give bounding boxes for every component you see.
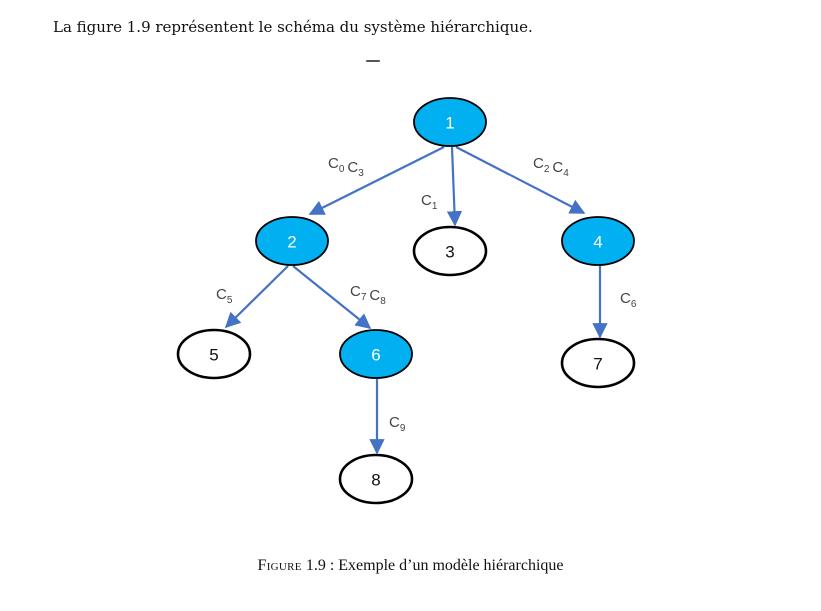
stray-mark xyxy=(366,60,380,62)
caption-label: Figure xyxy=(257,557,302,574)
node-label: 6 xyxy=(371,346,380,365)
edge-label-base: C xyxy=(620,290,631,307)
edge-label-base: C xyxy=(347,159,358,176)
edge-label-base: C xyxy=(421,192,432,209)
edge-label-base: C xyxy=(533,155,544,172)
edge-label-sub: 5 xyxy=(227,295,233,306)
edge-label-base: C xyxy=(389,414,400,431)
node-shape xyxy=(339,329,413,379)
edge-label-base: C xyxy=(369,287,380,304)
edge-label-sub: 2 xyxy=(544,164,550,175)
edge-label-sub: 1 xyxy=(432,201,438,212)
edge-label-sub: 4 xyxy=(563,168,569,179)
node-label: 7 xyxy=(593,355,602,374)
node-shape xyxy=(560,337,636,389)
node-5: 5 xyxy=(176,328,252,380)
node-shape xyxy=(255,216,329,266)
edge-label-2-5: C5 xyxy=(216,286,233,306)
node-2: 2 xyxy=(255,216,329,266)
edge-label-sub: 7 xyxy=(361,292,367,303)
node-label: 4 xyxy=(593,233,602,252)
node-shape xyxy=(412,225,488,277)
edge-label-1-3: C1 xyxy=(421,192,438,212)
caption-text: : Exemple d’un modèle hiérarchique xyxy=(325,557,564,574)
node-8: 8 xyxy=(338,453,414,505)
node-label: 1 xyxy=(445,114,454,133)
edge-label-4-7: C6 xyxy=(620,290,637,310)
node-label: 5 xyxy=(209,346,218,365)
edge-label-sub: 0 xyxy=(339,164,345,175)
edge-label-sub: 9 xyxy=(400,423,406,434)
intro-text: La figure 1.9 représentent le schéma du … xyxy=(53,18,533,36)
node-shape xyxy=(413,97,487,147)
node-6: 6 xyxy=(339,329,413,379)
edge-2-6 xyxy=(292,265,372,329)
node-shape xyxy=(338,453,414,505)
caption-number: 1.9 xyxy=(305,557,326,574)
node-shape xyxy=(176,328,252,380)
edge-1-2 xyxy=(308,146,445,215)
node-shape xyxy=(561,216,635,266)
edge-label-sub: 6 xyxy=(631,299,637,310)
edge-label-base: C xyxy=(350,283,361,300)
node-label: 3 xyxy=(445,243,454,262)
edge-label-sub: 8 xyxy=(380,296,386,307)
edge-label-sub: 3 xyxy=(358,168,364,179)
node-4: 4 xyxy=(561,216,635,266)
node-label: 2 xyxy=(287,233,296,252)
edge-label-6-8: C9 xyxy=(389,414,406,434)
figure-caption: Figure 1.9 : Exemple d’un modèle hiérarc… xyxy=(0,557,821,575)
edge-1-4 xyxy=(455,146,586,214)
node-7: 7 xyxy=(560,337,636,389)
node-label: 8 xyxy=(371,471,380,490)
edge-label-base: C xyxy=(552,159,563,176)
edges-layer xyxy=(224,146,608,455)
nodes-layer: 1 2 3 4 5 6 7 8 xyxy=(176,97,636,505)
edge-label-base: C xyxy=(216,286,227,303)
edge-2-5 xyxy=(224,265,289,329)
node-3: 3 xyxy=(412,225,488,277)
node-1: 1 xyxy=(413,97,487,147)
edge-label-base: C xyxy=(328,155,339,172)
edge-1-3 xyxy=(446,146,463,227)
